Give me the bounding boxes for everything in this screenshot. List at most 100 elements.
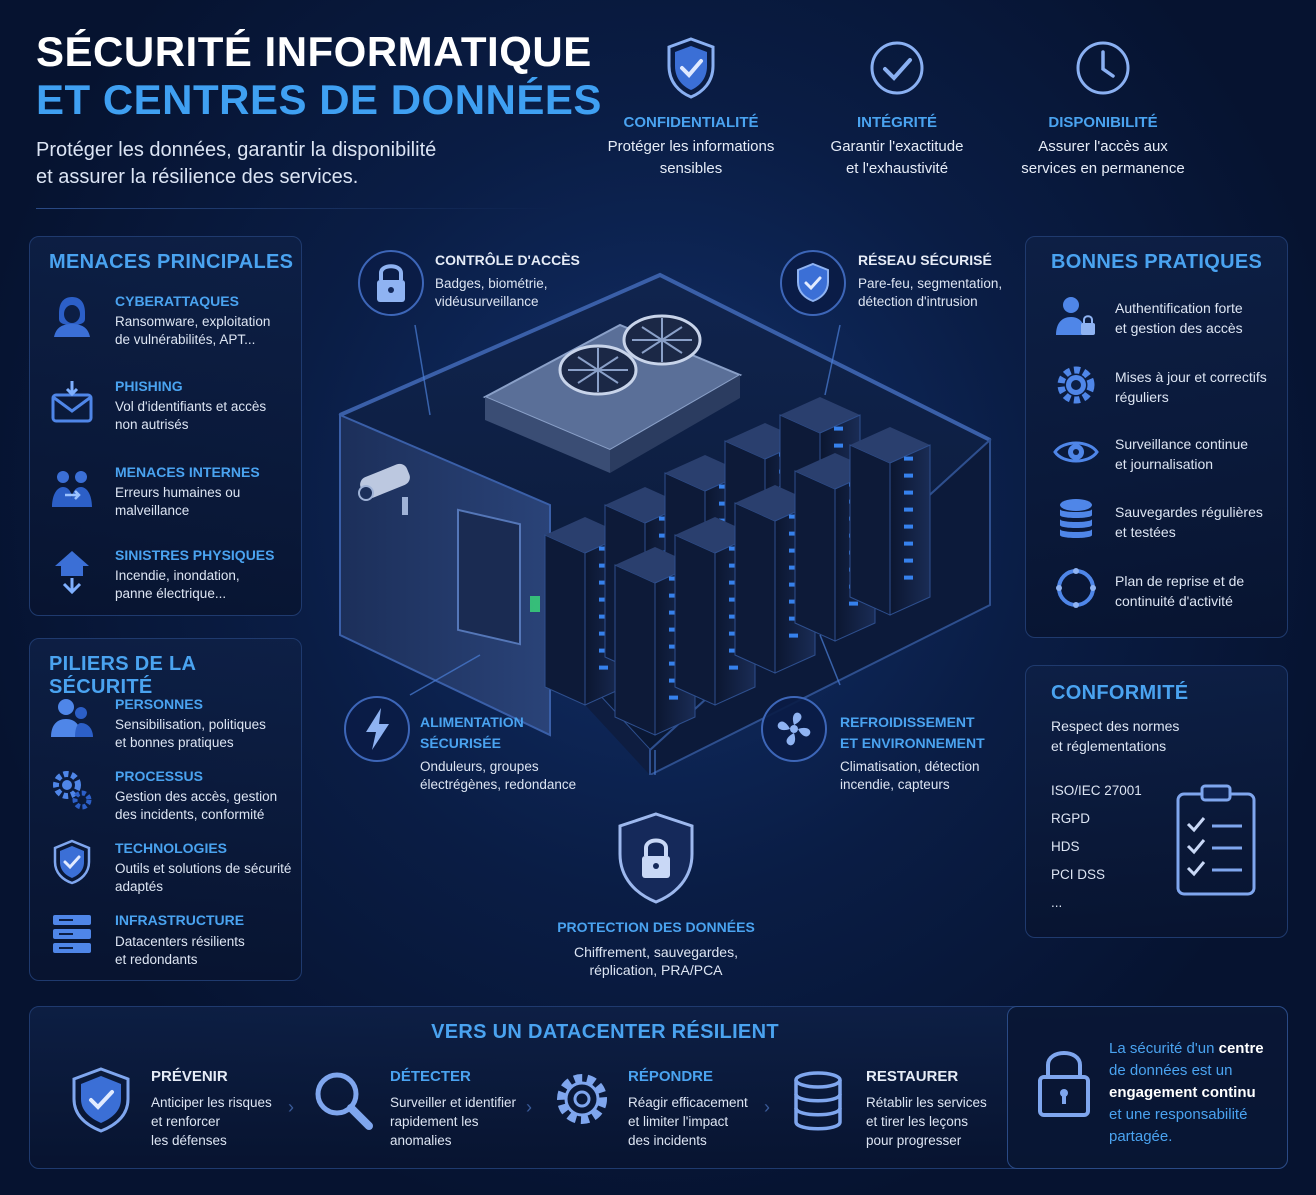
network-title: RÉSEAU SÉCURISÉ [858, 252, 992, 268]
rack-led [599, 614, 608, 619]
rack-led [904, 575, 913, 580]
panel-title: CONFORMITÉ [1051, 682, 1189, 704]
practice-text-1: Surveillance continue [1115, 436, 1249, 452]
standard-item: ISO/IEC 27001 [1051, 783, 1142, 798]
chevron-right-icon: › [764, 1097, 770, 1117]
lightning-icon [366, 708, 389, 750]
pillars-panel: PILIERS DE LA SÉCURITÉ PERSONNES Sensibi… [29, 638, 302, 981]
network-desc-2: détection d'intrusion [858, 294, 978, 309]
step-respond: RÉPONDRE Réagir efficacement et limiter … [550, 1065, 780, 1155]
rack-led [659, 516, 668, 521]
rack-led [599, 648, 608, 653]
principle-desc-1: Assurer l'accès aux [1038, 138, 1168, 155]
rack-led [904, 473, 913, 478]
step-desc-3: les défenses [151, 1133, 227, 1148]
threat-desc-1: Erreurs humaines ou [115, 485, 241, 500]
server-rack [849, 427, 931, 616]
cycle-icon [1056, 568, 1096, 608]
step-desc-2: et tirer les leçons [866, 1114, 969, 1129]
pillar-desc-2: des incidents, conformité [115, 807, 265, 822]
practice-text-2: réguliers [1115, 389, 1169, 405]
rack-led [904, 456, 913, 461]
practice-text-2: continuité d'activité [1115, 593, 1233, 609]
cooling-desc-2: incendie, capteurs [840, 777, 950, 792]
cooling-title-2: ET ENVIRONNEMENT [840, 735, 985, 751]
pillar-title: PROCESSUS [115, 768, 203, 784]
database-icon [1060, 499, 1092, 538]
rack-led [789, 548, 798, 553]
threat-title: SINISTRES PHYSIQUES [115, 547, 275, 563]
check-circle-icon [870, 41, 924, 95]
power-title-2: SÉCURISÉE [420, 735, 501, 751]
power-badge [344, 696, 410, 762]
power-desc-2: électrégènes, redondance [420, 777, 577, 792]
data-protection-desc-2: réplication, PRA/PCA [589, 962, 723, 978]
rack-led [729, 597, 738, 602]
rack-led [669, 610, 678, 615]
rack-led [789, 599, 798, 604]
rack-led [669, 661, 678, 666]
access-title: CONTRÔLE D'ACCÈS [435, 252, 580, 268]
rack-led [669, 576, 678, 581]
practice-text-2: et journalisation [1115, 456, 1214, 472]
step-desc-1: Anticiper les risques [151, 1095, 272, 1110]
insider-users-icon [52, 471, 92, 507]
step-title: RÉPONDRE [628, 1068, 714, 1085]
threat-desc-2: panne électrique... [115, 586, 227, 601]
rack-led [789, 616, 798, 621]
hacker-icon [54, 297, 90, 337]
standard-item: ... [1051, 895, 1063, 910]
practice-text-2: et gestion des accès [1115, 320, 1243, 336]
rack-led [669, 593, 678, 598]
step-desc-3: des incidents [628, 1133, 707, 1148]
data-protection-title: PROTECTION DES DONNÉES [557, 919, 755, 935]
rack-led [659, 533, 668, 538]
principle-desc-2: et l'exhaustivité [845, 160, 949, 177]
step-restore: RESTAURER Rétablir les services et tirer… [788, 1065, 1018, 1155]
step-desc-3: pour progresser [866, 1133, 962, 1148]
step-desc-1: Réagir efficacement [628, 1095, 748, 1110]
threat-title: PHISHING [115, 378, 183, 394]
clipboard-checklist-icon [1176, 784, 1256, 896]
step-title: DÉTECTER [390, 1068, 471, 1085]
compliance-desc-1: Respect des normes [1051, 718, 1180, 734]
fan-icon [777, 712, 811, 746]
cooling-title-1: REFROIDISSEMENT [840, 714, 975, 730]
rack-led [599, 631, 608, 636]
quote-box: La sécurité d'un centre de données est u… [1007, 1006, 1288, 1169]
pillar-desc-1: Sensibilisation, politiques [115, 717, 266, 732]
clock-icon [1076, 41, 1130, 95]
rack-led [789, 531, 798, 536]
standard-item: HDS [1051, 839, 1080, 854]
practice-text-2: et testées [1115, 524, 1176, 540]
pillar-title: TECHNOLOGIES [115, 840, 228, 856]
principle-title: DISPONIBILITÉ [1048, 114, 1158, 131]
rack-led [904, 541, 913, 546]
rack-led [904, 558, 913, 563]
pillar-desc-1: Outils et solutions de sécurité [115, 861, 292, 876]
subtitle-line-1: Protéger les données, garantir la dispon… [36, 139, 437, 161]
gear-icon [1057, 366, 1095, 404]
phishing-mail-icon [51, 381, 93, 423]
quote-line-2: de données est un [1109, 1062, 1233, 1079]
rack-led [729, 614, 738, 619]
pillar-desc-2: adaptés [115, 879, 164, 894]
step-desc-1: Surveiller et identifier [390, 1095, 517, 1110]
threat-title: CYBERATTAQUES [115, 293, 239, 309]
people-icon [51, 699, 93, 737]
step-desc-3: anomalies [390, 1133, 452, 1148]
threat-desc-2: non autrisés [115, 417, 189, 432]
eye-icon [1053, 441, 1099, 463]
database-icon [794, 1071, 842, 1131]
rack-led [904, 490, 913, 495]
title-line-1: SÉCURITÉ INFORMATIQUE [36, 28, 592, 75]
rack-led [669, 695, 678, 700]
panel-title: BONNES PRATIQUES [1051, 251, 1263, 273]
shield-check-icon [797, 262, 829, 303]
datacenter-illustration [338, 272, 992, 775]
rack-led [729, 631, 738, 636]
rack-led [904, 507, 913, 512]
power-desc-1: Onduleurs, groupes [420, 759, 539, 774]
rack-led [729, 665, 738, 670]
rack-led [599, 580, 608, 585]
